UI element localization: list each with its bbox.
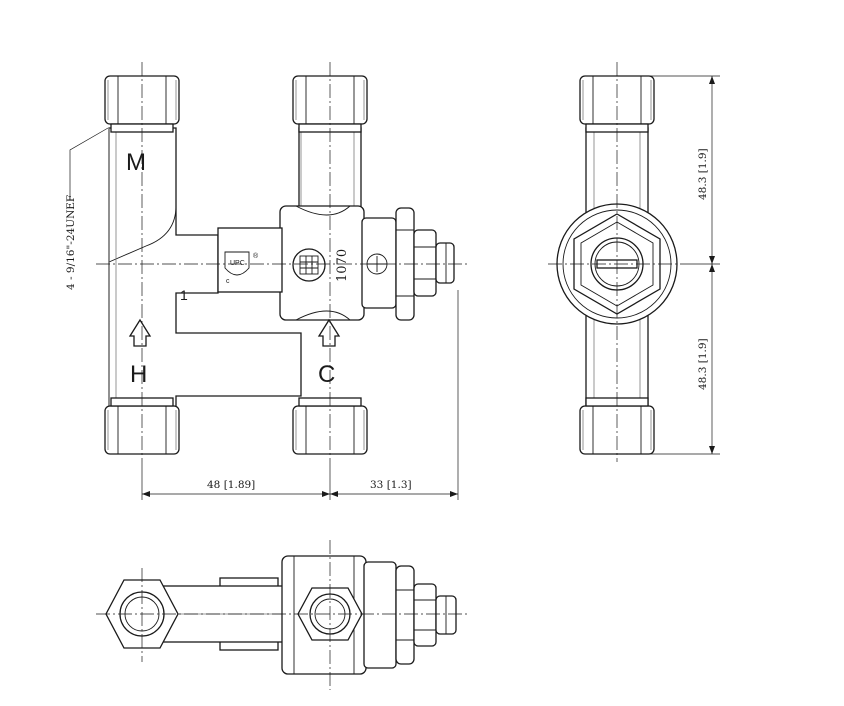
vertical-dimensions: 48.3 [1.9] 48.3 [1.9] bbox=[640, 75, 720, 455]
top-packing-nut bbox=[395, 565, 415, 665]
body-index-label: 1 bbox=[180, 287, 188, 303]
stem-nut bbox=[413, 229, 437, 297]
side-view: 48.3 [1.9] 48.3 [1.9] bbox=[548, 62, 720, 462]
housing-neck-top bbox=[295, 205, 351, 216]
front-view: UPC ® c 1070 bbox=[65, 62, 470, 500]
model-number: 1070 bbox=[335, 249, 350, 282]
watermark-logo-icon: UPC ® c bbox=[224, 251, 259, 285]
certification-stamp-icon bbox=[292, 248, 326, 282]
horizontal-dimensions: 48 [1.89] 33 [1.3] bbox=[141, 290, 459, 500]
svg-text:UPC: UPC bbox=[230, 260, 245, 267]
stem-projection-dimension: 33 [1.3] bbox=[370, 479, 412, 491]
thread-spec-label: 4 - 9/16"-24UNEF bbox=[65, 195, 77, 290]
thread-callout: 4 - 9/16"-24UNEF bbox=[65, 127, 109, 290]
top-stem-nut bbox=[413, 583, 437, 647]
hot-port-label: H bbox=[130, 361, 147, 388]
upper-height-dimension: 48.3 [1.9] bbox=[697, 148, 709, 200]
body-inner-fillet bbox=[108, 205, 177, 263]
top-view bbox=[96, 540, 470, 690]
housing-neck-bottom bbox=[295, 310, 351, 321]
lower-height-dimension: 48.3 [1.9] bbox=[697, 338, 709, 390]
branch-connector bbox=[217, 227, 283, 293]
stem bbox=[435, 242, 455, 284]
cold-inlet-arrow-icon bbox=[317, 318, 341, 347]
logo-c-mark: c bbox=[226, 278, 230, 285]
registered-mark: ® bbox=[253, 252, 259, 260]
hot-inlet-arrow-icon bbox=[128, 318, 152, 347]
cold-port-label: C bbox=[318, 361, 335, 388]
port-spacing-dimension: 48 [1.89] bbox=[207, 479, 255, 491]
mixed-port-label: M bbox=[126, 149, 146, 176]
top-bonnet bbox=[363, 561, 397, 669]
